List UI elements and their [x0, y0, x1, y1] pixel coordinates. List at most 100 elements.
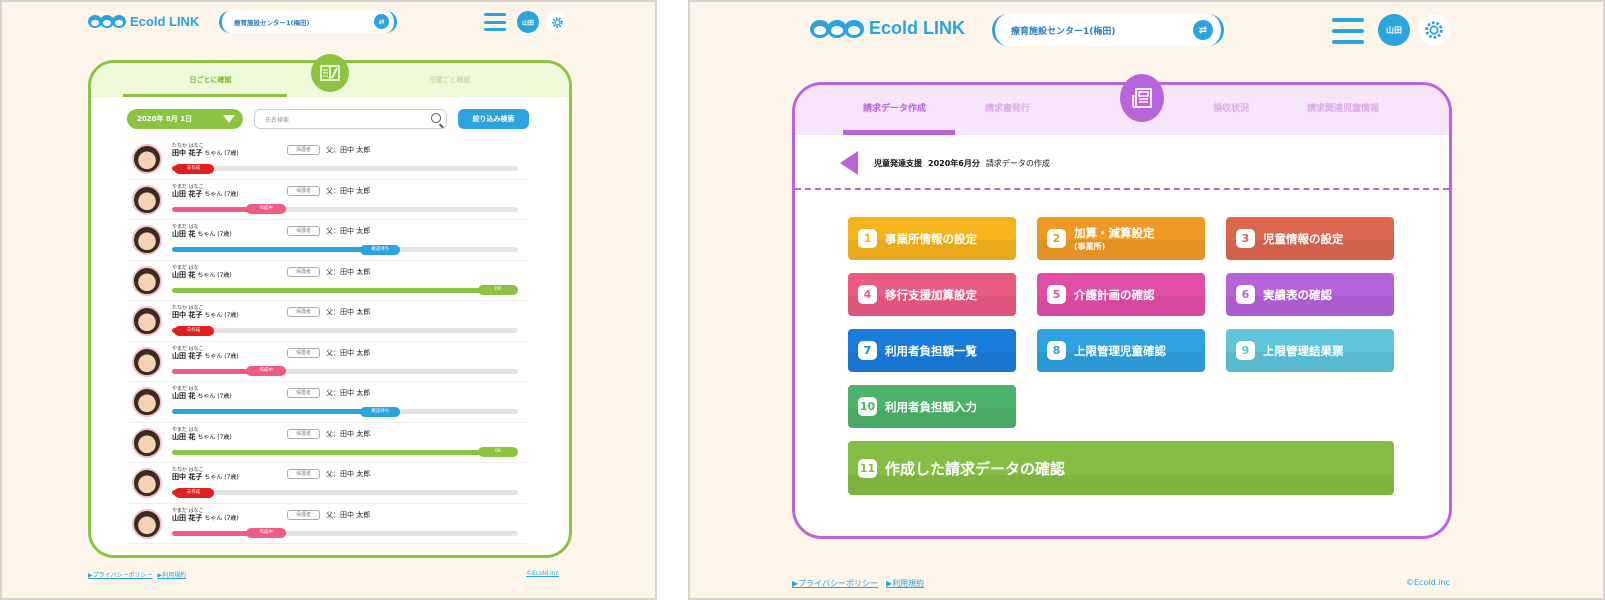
name-search-input[interactable]: 氏名検索: [254, 109, 447, 129]
status-badge: 未作成: [173, 325, 214, 336]
guardian-name: 父：田中 太郎: [326, 146, 371, 154]
child-row[interactable]: やまだ はなこ山田 花子 ちゃん (7歳)保護者父：田中 太郎作成中: [127, 342, 527, 382]
privacy-link[interactable]: ▶プライバシーポリシー: [88, 572, 153, 579]
child-photo: [132, 508, 162, 539]
step-button-11[interactable]: 11 作成した請求データの確認: [848, 441, 1394, 495]
step-label-wrap: 移行支援加算設定: [885, 287, 977, 303]
status-badge: 確認待ち: [360, 406, 401, 417]
right-screen: Ecold LINK 療育施設センター1(梅田) ⇄ 山田 請求データ作成 請求…: [688, 0, 1605, 600]
child-row[interactable]: たなか はなこ田中 花子 ちゃん (7歳)保護者父：田中 太郎未作成: [127, 463, 527, 504]
facility-selector[interactable]: 療育施設センター1(梅田) ⇄: [219, 11, 397, 33]
child-name: 山田 花 ちゃん (7歳): [172, 392, 232, 400]
copyright: ©Ecold.inc: [1406, 578, 1450, 587]
logo-faces-icon: [810, 19, 864, 38]
guardian-name: 父：田中 太郎: [326, 429, 371, 438]
status-badge: OK: [478, 447, 518, 457]
tab-billing-data[interactable]: 請求データ作成: [863, 104, 927, 114]
tab-daily[interactable]: 日ごとに確認: [189, 76, 232, 84]
guardian-label: 保護者: [287, 509, 320, 520]
child-row[interactable]: やまだ はなこ山田 花子 ちゃん (7歳)保護者父：田中 太郎作成中: [127, 504, 527, 544]
app-name: Ecold LINK: [130, 14, 200, 29]
active-tab-underline: [123, 94, 287, 97]
notebook-icon: [311, 54, 349, 92]
status-badge: 未作成: [173, 487, 214, 498]
child-photo: [132, 427, 162, 458]
filter-search-button[interactable]: 絞り込み検索: [458, 109, 529, 129]
child-row[interactable]: たなか はなこ田中 花子 ちゃん (7歳)保護者父：田中 太郎未作成: [127, 301, 527, 342]
footer-links: ▶プライバシーポリシー ▶利用規約: [792, 578, 924, 589]
privacy-link[interactable]: ▶プライバシーポリシー: [792, 579, 878, 588]
menu-icon[interactable]: [484, 13, 506, 31]
step-number: 10: [858, 397, 877, 416]
header-logo[interactable]: Ecold LINK: [88, 14, 199, 29]
search-icon[interactable]: [431, 113, 441, 123]
swap-icon[interactable]: ⇄: [374, 14, 389, 29]
gear-icon[interactable]: [546, 11, 568, 33]
step-number: 1: [858, 229, 877, 248]
child-name: 山田 花 ちゃん (7歳): [172, 230, 232, 238]
child-row[interactable]: やまだ はな山田 花 ちゃん (7歳)保護者父：田中 太郎確認待ち: [127, 220, 527, 261]
progress-bar: 未作成: [172, 163, 518, 174]
gear-icon[interactable]: [1418, 14, 1450, 46]
child-photo: [132, 387, 162, 417]
breadcrumb-service: 児童発達支援: [874, 158, 922, 168]
guardian-label: 保護者: [287, 347, 320, 358]
breadcrumb: 児童発達支援 2020年6月分 請求データの作成: [840, 151, 1050, 175]
status-badge: OK: [478, 285, 518, 295]
step-label: 加算・減算設定: [1074, 226, 1155, 240]
child-photo: [132, 265, 162, 296]
breadcrumb-page: 請求データの作成: [985, 158, 1050, 168]
step-button-6[interactable]: 6 実績表の確認: [1226, 273, 1394, 316]
child-name-kana: たなか はなこ: [172, 305, 204, 311]
header-logo[interactable]: Ecold LINK: [810, 18, 965, 39]
user-avatar[interactable]: 山田: [1378, 14, 1410, 46]
terms-link[interactable]: ▶利用規約: [157, 572, 187, 579]
step-label-wrap: 介護計画の確認: [1074, 287, 1155, 303]
date-selector[interactable]: 2020年 8月 1日: [127, 109, 243, 129]
guardian-label: 保護者: [287, 469, 320, 479]
terms-link[interactable]: ▶利用規約: [886, 579, 925, 588]
step-label-wrap: 実績表の確認: [1263, 287, 1332, 303]
user-avatar[interactable]: 山田: [517, 11, 539, 33]
step-label: 作成した請求データの確認: [885, 459, 1066, 478]
facility-selector[interactable]: 療育施設センター1(梅田) ⇄: [992, 14, 1224, 46]
child-name-kana: たなか はなこ: [172, 467, 204, 473]
swap-icon[interactable]: ⇄: [1193, 20, 1213, 40]
step-number: 6: [1236, 285, 1255, 304]
step-number: 8: [1047, 341, 1066, 360]
guardian-name: 父：田中 太郎: [326, 227, 371, 235]
child-name-kana: たなか はなこ: [172, 143, 204, 149]
date-value: 2020年 8月 1日: [137, 115, 193, 123]
left-screen: Ecold LINK 療育施設センター1(梅田) ⇄ 山田 日ごとに確認 児童ご…: [0, 0, 657, 600]
status-badge: 確認待ち: [360, 244, 401, 255]
guardian-label: 保護者: [287, 388, 320, 398]
progress-bar: 作成中: [172, 528, 518, 538]
logo-faces-icon: [88, 15, 126, 28]
progress-bar: 確認待ち: [172, 244, 518, 255]
step-sublabel: (事業所): [1074, 242, 1106, 251]
tab-per-child[interactable]: 児童ごと確認: [428, 76, 471, 84]
tab-billing-child-info[interactable]: 請求関連児童情報: [1307, 104, 1380, 114]
back-arrow-icon[interactable]: [840, 151, 858, 175]
child-name-kana: やまだ はな: [172, 386, 199, 392]
child-row[interactable]: やまだ はな山田 花 ちゃん (7歳)保護者父：田中 太郎確認待ち: [127, 382, 527, 423]
child-row[interactable]: たなか はなこ田中 花子 ちゃん (7歳)保護者父：田中 太郎未作成: [127, 139, 527, 180]
child-row[interactable]: やまだ はなこ山田 花子 ちゃん (7歳)保護者父：田中 太郎作成中: [127, 180, 527, 220]
tab-receipt-status[interactable]: 領収状況: [1213, 104, 1250, 114]
step-number: 11: [858, 458, 877, 478]
tab-invoice-issue[interactable]: 請求書発行: [985, 104, 1031, 114]
menu-icon[interactable]: [1332, 18, 1364, 44]
app-name: Ecold LINK: [869, 18, 966, 38]
status-badge: 未作成: [173, 163, 214, 174]
